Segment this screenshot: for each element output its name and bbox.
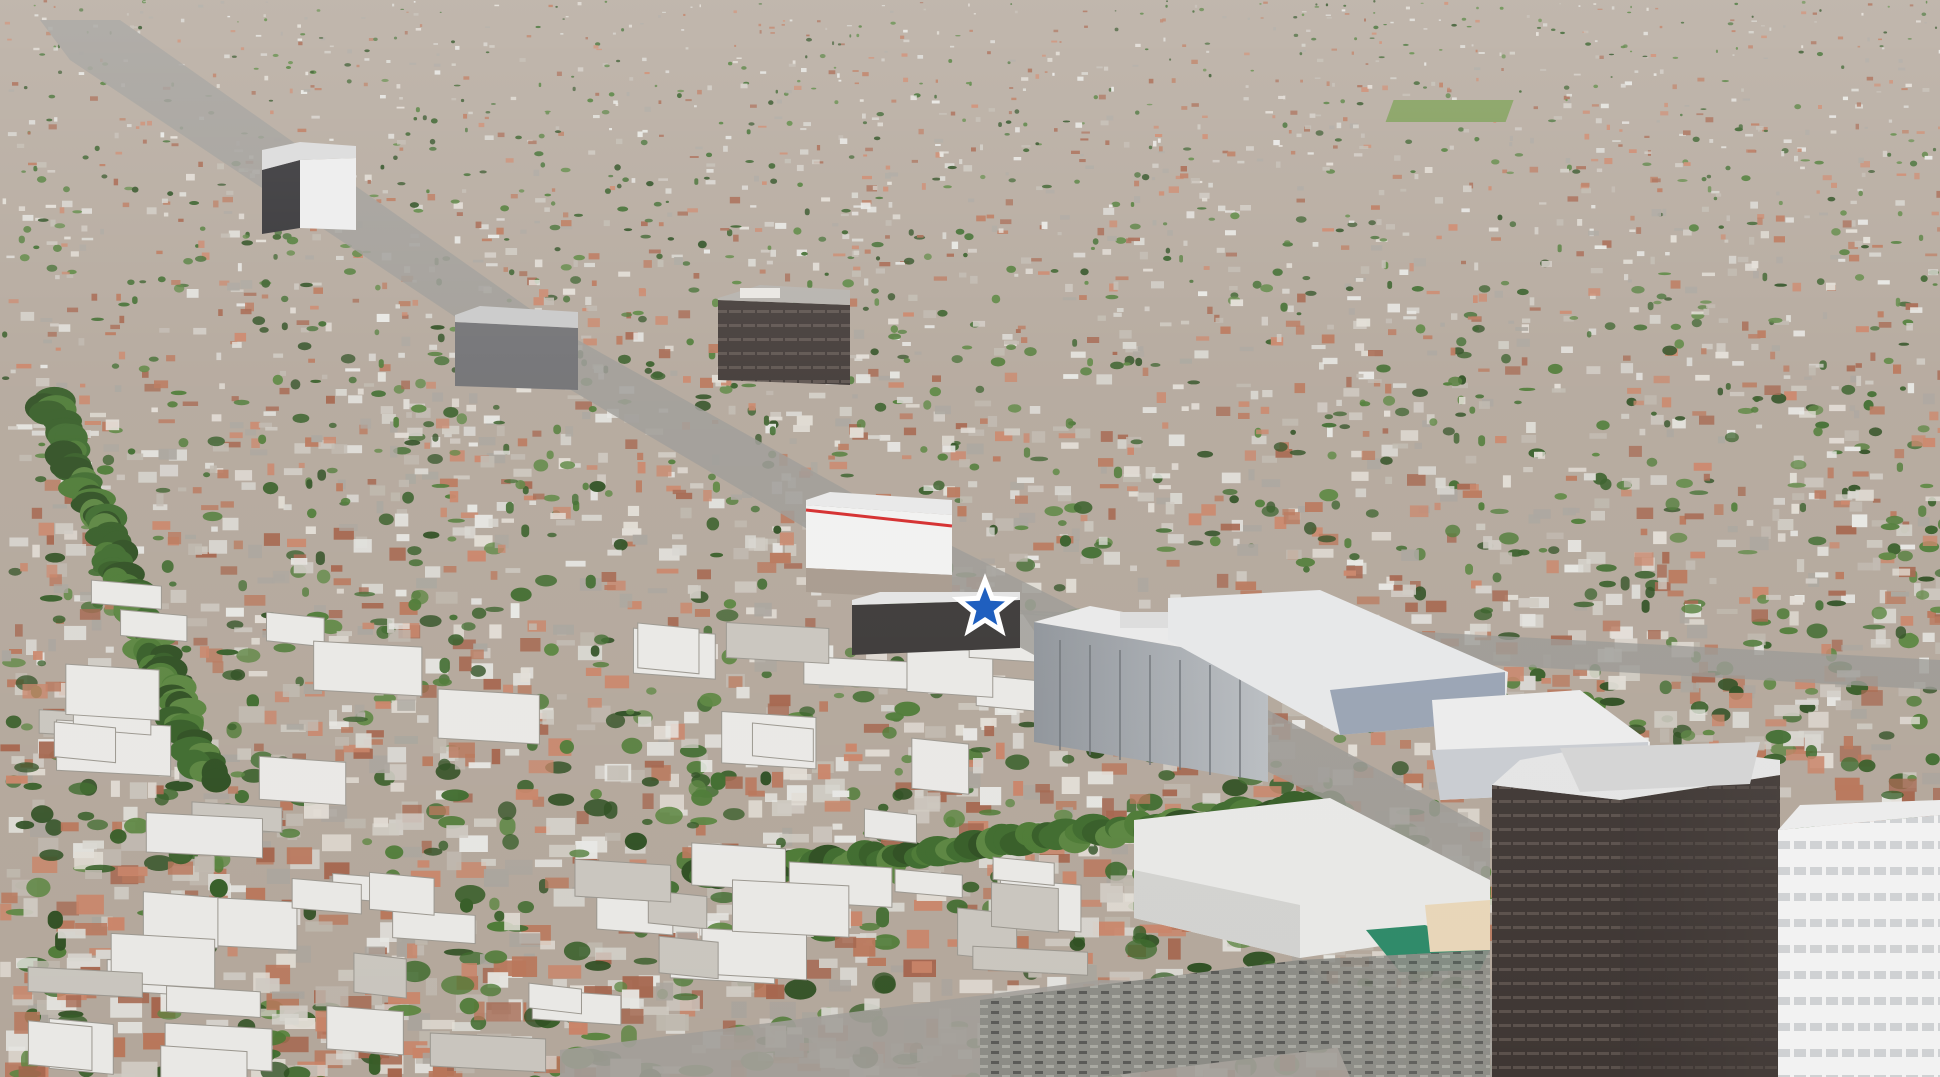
- star-marker-icon[interactable]: [951, 573, 1019, 637]
